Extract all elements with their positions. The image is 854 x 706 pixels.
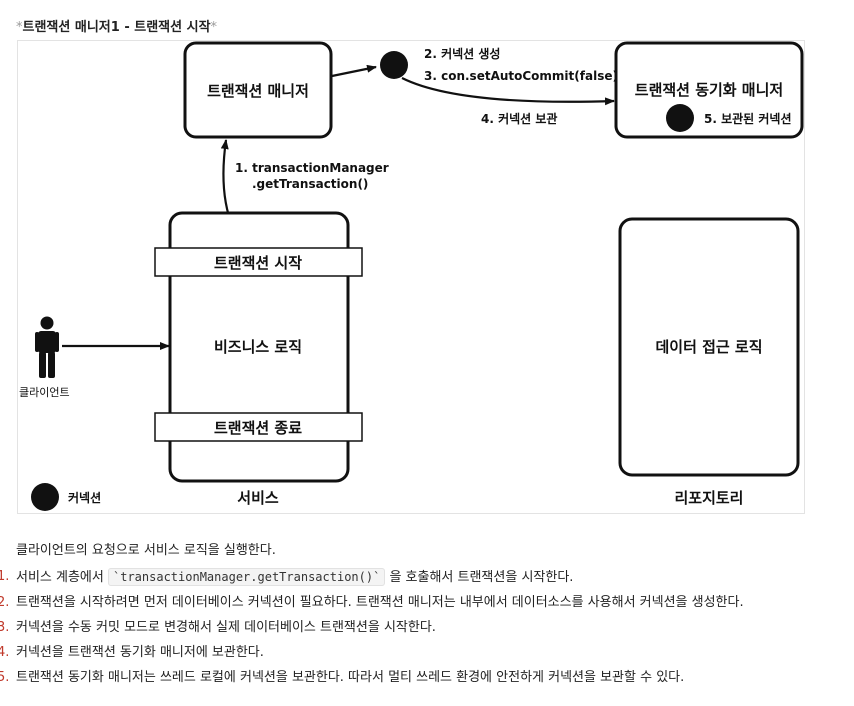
- tx-end-label: 트랜잭션 종료: [214, 419, 302, 437]
- tx-start-bar: [154, 247, 363, 277]
- step2-label: 2. 커넥션 생성: [424, 46, 500, 61]
- step-2-number: 2.: [0, 595, 10, 610]
- heading-star-right: *: [210, 20, 218, 35]
- step1-label-line2: .getTransaction(): [252, 177, 368, 191]
- legend-connection-dot: [31, 483, 59, 511]
- intro-text: 클라이언트의 요청으로 서비스 로직을 실행한다.: [16, 543, 276, 558]
- tx-end-bar: [154, 412, 363, 442]
- step-1-text: 서비스 계층에서 `transactionManager.getTransact…: [16, 566, 573, 589]
- repository-label: 리포지토리: [674, 489, 743, 507]
- step-2-text: 트랜잭션을 시작하려면 먼저 데이터베이스 커넥션이 필요하다. 트랜잭션 매니…: [16, 595, 744, 610]
- arrow-connection-to-sync: [401, 77, 615, 106]
- business-logic-label: 비즈니스 로직: [214, 338, 302, 356]
- heading-title: 트랜잭션 매니저1 - 트랜잭션 시작: [22, 20, 211, 35]
- step-1-number: 1.: [0, 569, 10, 584]
- service-label: 서비스: [237, 489, 279, 507]
- sync-manager-label: 트랜잭션 동기화 매니저: [635, 81, 783, 99]
- step-1-pre: 서비스 계층에서: [16, 570, 108, 585]
- client-label: 클라이언트: [19, 386, 70, 399]
- diagram-frame: 트랜잭션 매니저 2. 커넥션 생성 3. con.setAutoCommit(…: [17, 40, 805, 514]
- step-1-post: 을 호출해서 트랜잭션을 시작한다.: [385, 570, 574, 585]
- section-heading: *트랜잭션 매니저1 - 트랜잭션 시작*: [16, 16, 217, 35]
- step-5-text: 트랜잭션 동기화 매니저는 쓰레드 로컬에 커넥션을 보관한다. 따라서 멀티 …: [16, 670, 685, 685]
- step3-label: 3. con.setAutoCommit(false): [424, 69, 618, 83]
- data-access-label: 데이터 접근 로직: [655, 338, 762, 356]
- transaction-diagram: 트랜잭션 매니저 2. 커넥션 생성 3. con.setAutoCommit(…: [19, 41, 804, 511]
- step-4-text: 커넥션을 트랜잭션 동기화 매니저에 보관한다.: [16, 645, 264, 660]
- step5-label: 5. 보관된 커넥션: [704, 111, 792, 126]
- heading-star-left: *: [16, 20, 23, 35]
- sync-manager-box: [614, 41, 804, 139]
- step4-label: 4. 커넥션 보관: [481, 111, 557, 126]
- connection-dot: [380, 51, 408, 79]
- arrow-manager-to-connection: [331, 64, 377, 78]
- transaction-manager-label: 트랜잭션 매니저: [207, 82, 309, 100]
- client-person-icon: [35, 316, 59, 378]
- transaction-manager-box: [183, 41, 333, 139]
- tx-start-label: 트랜잭션 시작: [214, 254, 302, 272]
- legend-connection-label: 커넥션: [68, 490, 101, 505]
- step1-label-line1: 1. transactionManager: [235, 161, 389, 175]
- step-3-number: 3.: [0, 620, 10, 635]
- repository-box: [618, 217, 800, 477]
- step-3-text: 커넥션을 수동 커밋 모드로 변경해서 실제 데이터베이스 트랜잭션을 시작한다…: [16, 620, 436, 635]
- step-4-number: 4.: [0, 645, 10, 660]
- stored-connection-dot: [666, 104, 694, 132]
- step-1-code: `transactionManager.getTransaction()`: [108, 568, 386, 586]
- step-5-number: 5.: [0, 670, 10, 685]
